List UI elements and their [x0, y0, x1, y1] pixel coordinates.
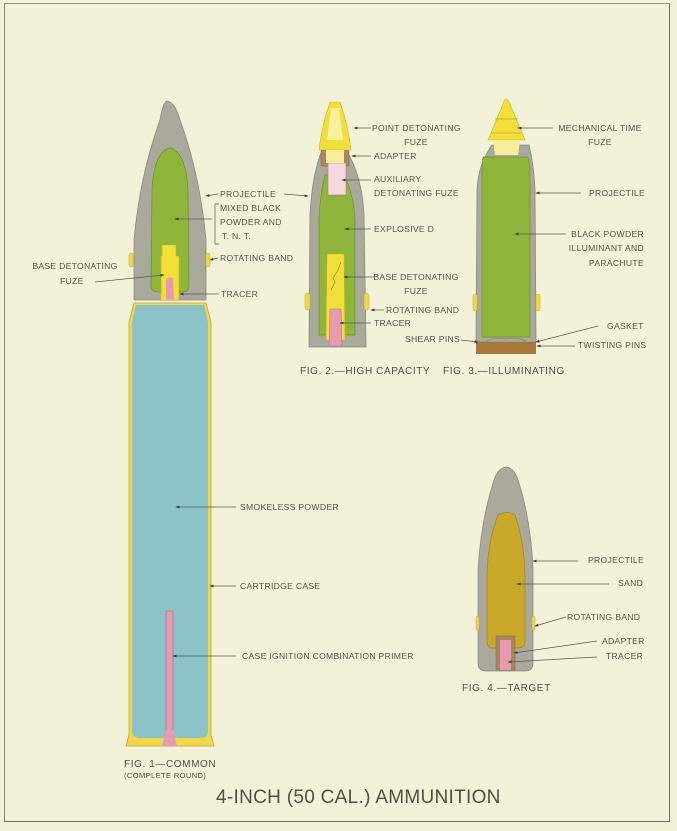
fig3-label-time-fuze-2: FUZE — [588, 137, 612, 147]
fig2-label-aux-fuze-1: AUXILIARY — [374, 174, 422, 184]
page-frame — [4, 3, 670, 822]
fig1-caption-text: FIG. 1—COMMON — [124, 759, 217, 770]
fig2-label-point-fuze-2: FUZE — [404, 137, 428, 147]
fig4-caption: FIG. 4.—TARGET — [462, 683, 551, 694]
fig4-label-sand: SAND — [618, 578, 644, 588]
fig2-label-explosive: EXPLOSIVE D — [374, 224, 435, 234]
fig3-filler — [481, 156, 531, 338]
fig1-label-projectile: PROJECTILE — [220, 189, 277, 199]
fig3-label-shear-pins: SHEAR PINS — [405, 334, 461, 344]
fig4-label-tracer: TRACER — [606, 651, 644, 661]
fig2-label-tracer: TRACER — [374, 318, 412, 328]
fig4-tracer — [500, 640, 511, 670]
fig3-label-twisting-pins: TWISTING PINS — [578, 340, 647, 350]
fig3-caption: FIG. 3.—ILLUMINATING — [443, 366, 565, 377]
fig3-time-fuze — [487, 98, 526, 141]
fig3-illuminating — [460, 98, 599, 354]
fig4-label-rotating-band: ROTATING BAND — [567, 612, 641, 622]
fig3-label-filler-3: PARACHUTE — [588, 258, 644, 268]
fig1-label-tracer: TRACER — [221, 289, 259, 299]
fig4-label-projectile: PROJECTILE — [588, 555, 645, 565]
fig1-label-primer: CASE IGNITION COMBINATION PRIMER — [242, 651, 414, 661]
fig1-label-rotating-band: ROTATING BAND — [220, 253, 294, 263]
fig2-label-base-fuze-1: BASE DETONATING — [373, 272, 459, 282]
fig1-label-filler-2: POWDER AND — [220, 217, 282, 227]
fig2-label-rotating-band: ROTATING BAND — [386, 305, 460, 315]
fig3-label-gasket: GASKET — [607, 321, 644, 331]
fig1-label-base-fuze-1: BASE DETONATING — [32, 261, 118, 271]
fig1-label-filler-3: T. N. T. — [222, 231, 251, 241]
fig3-label-filler-1: BLACK POWDER — [571, 229, 644, 239]
fig2-label-base-fuze-2: FUZE — [404, 286, 428, 296]
fig1-caption: FIG. 1—COMMON (COMPLETE ROUND) — [124, 759, 216, 780]
fig1-subcaption: (COMPLETE ROUND) — [124, 771, 207, 780]
fig1-common-round — [94, 100, 236, 747]
fig1-label-cartridge-case: CARTRIDGE CASE — [240, 581, 321, 591]
fig2-label-adapter: ADAPTER — [374, 151, 417, 161]
fig4-sand — [486, 512, 526, 649]
fig1-smokeless-powder — [132, 305, 208, 738]
fig4-target — [475, 466, 609, 672]
fig2-tracer — [328, 308, 343, 347]
page-title: 4-INCH (50 CAL.) AMMUNITION — [216, 787, 501, 808]
fig1-tracer — [166, 277, 174, 300]
fig1-primer — [165, 610, 174, 747]
fig1-base-fuze — [160, 244, 180, 301]
fig3-label-time-fuze-1: MECHANICAL TIME — [558, 123, 642, 133]
fig3-base-plate — [476, 342, 536, 354]
fig3-label-filler-2: ILLUMINANT AND — [568, 243, 644, 253]
fig4-label-adapter: ADAPTER — [602, 636, 645, 646]
fig1-label-smokeless-powder: SMOKELESS POWDER — [240, 502, 339, 512]
fig2-high-capacity — [283, 101, 384, 348]
fig2-label-point-fuze-1: POINT DETONATING — [372, 123, 461, 133]
fig2-label-aux-fuze-2: DETONATING FUZE — [374, 188, 459, 198]
fig2-caption: FIG. 2.—HIGH CAPACITY — [300, 366, 431, 377]
fig1-label-filler-1: MIXED BLACK — [220, 203, 282, 213]
fig2-aux-fuze — [327, 162, 347, 196]
fig1-label-base-fuze-2: FUZE — [60, 276, 84, 286]
fig3-label-projectile: PROJECTILE — [589, 188, 646, 198]
